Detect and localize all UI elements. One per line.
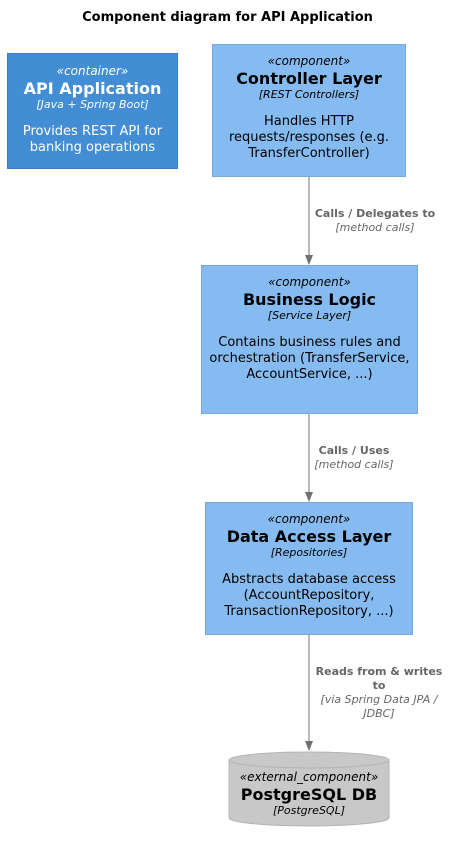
component-stereotype: «component» <box>267 54 351 68</box>
arrowhead-icon <box>305 492 313 502</box>
container-technology: [Java + Spring Boot] <box>36 98 149 111</box>
component-business-logic[interactable]: «component» Business Logic [Service Laye… <box>201 265 418 414</box>
container-description: Provides REST API for banking operations <box>22 124 163 155</box>
component-data-access-layer[interactable]: «component» Data Access Layer [Repositor… <box>205 502 413 635</box>
component-technology: [Service Layer] <box>267 309 352 322</box>
relation-technology: [via Spring Data JPA / JDBC] <box>320 693 438 720</box>
database-postgresql: «external_component» PostgreSQL DB [Post… <box>229 770 389 818</box>
container-api-application[interactable]: «container» API Application [Java + Spri… <box>7 53 178 169</box>
arrowhead-icon <box>305 255 313 265</box>
database-top <box>228 751 390 769</box>
component-controller-layer[interactable]: «component» Controller Layer [REST Contr… <box>212 44 406 177</box>
container-stereotype: «container» <box>56 64 129 78</box>
component-description: Handles HTTP requests/responses (e.g. Tr… <box>228 114 390 161</box>
component-stereotype: «component» <box>268 275 351 289</box>
arrowhead-icon <box>305 741 313 751</box>
database-name: PostgreSQL DB <box>240 785 378 804</box>
database-technology: [PostgreSQL] <box>272 804 346 817</box>
database-stereotype: «external_component» <box>239 770 379 784</box>
component-name: Business Logic <box>242 290 377 309</box>
component-technology: [Repositories] <box>270 546 348 559</box>
component-stereotype: «component» <box>267 512 351 526</box>
component-name: Data Access Layer <box>226 527 392 546</box>
relation-name: Calls / Delegates to <box>314 207 436 220</box>
relation-technology: [method calls] <box>335 221 415 234</box>
component-technology: [REST Controllers] <box>258 88 360 101</box>
relation-label: Calls / Delegates to [method calls] <box>305 207 445 235</box>
component-description: Contains business rules and orchestratio… <box>209 335 410 382</box>
database-cylinder[interactable] <box>228 751 390 827</box>
database-body <box>228 759 390 827</box>
component-description: Abstracts database access (AccountReposi… <box>222 572 396 619</box>
relation-technology: [method calls] <box>314 458 394 471</box>
relation-label: Calls / Uses [method calls] <box>300 444 408 472</box>
component-name: Controller Layer <box>236 69 382 88</box>
container-name: API Application <box>23 79 162 98</box>
diagram-title: Component diagram for API Application <box>82 10 373 25</box>
relation-label: Reads from & writes to [via Spring Data … <box>308 665 450 721</box>
relation-name: Reads from & writes to <box>315 665 443 692</box>
relation-name: Calls / Uses <box>318 444 390 457</box>
